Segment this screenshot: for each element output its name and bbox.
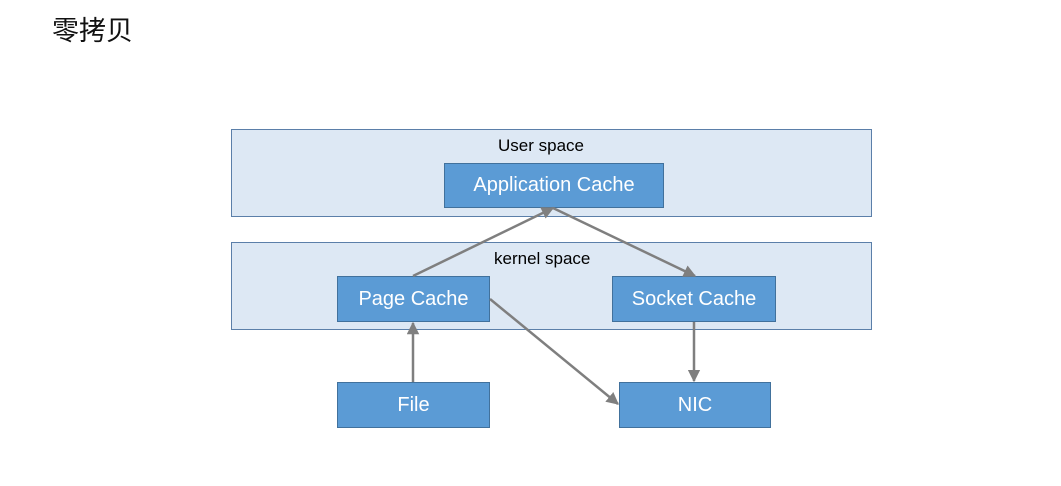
file-box: File	[337, 382, 490, 428]
nic-box: NIC	[619, 382, 771, 428]
kernel-space-label: kernel space	[494, 249, 591, 268]
user-space-label: User space	[498, 136, 584, 155]
socket-cache-box: Socket Cache	[612, 276, 776, 322]
page-title: 零拷贝	[52, 16, 133, 47]
application-cache-box: Application Cache	[444, 163, 664, 208]
page-cache-box: Page Cache	[337, 276, 490, 322]
